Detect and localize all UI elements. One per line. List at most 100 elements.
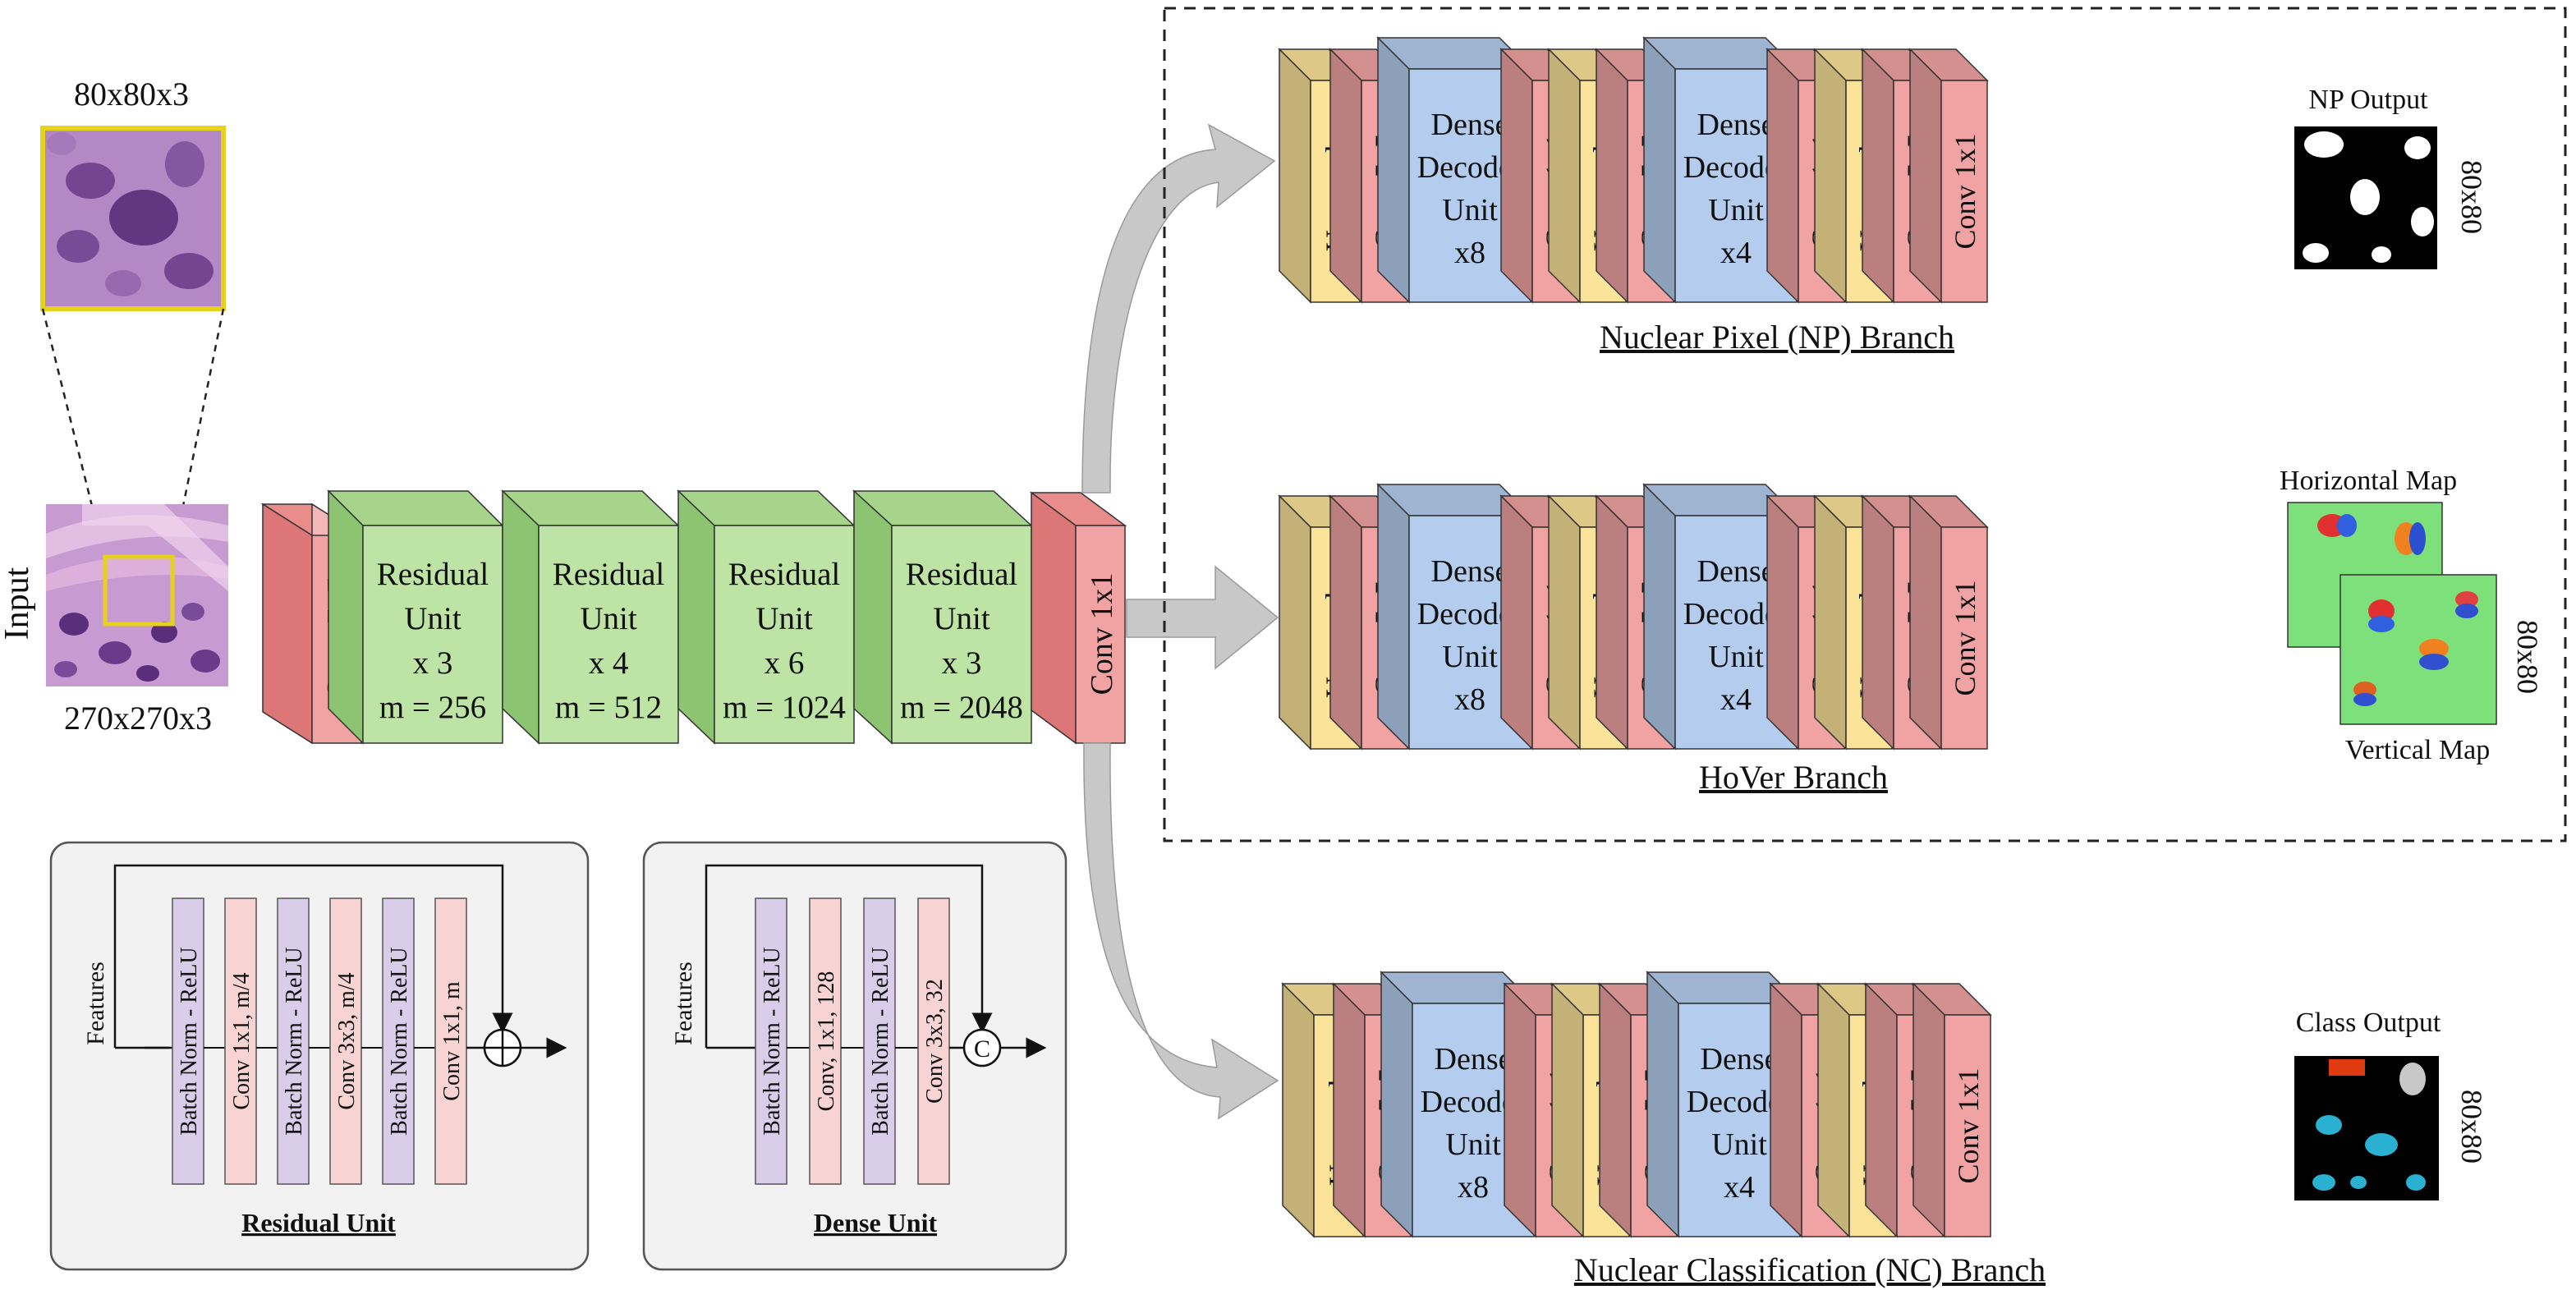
hover-dense-text-6-line3: Unit — [1708, 640, 1764, 674]
dense-layer-label-3: Conv 3x3, 32 — [922, 979, 948, 1104]
class-output-label: Class Output — [2296, 1008, 2441, 1038]
dense-concat-symbol: C — [974, 1035, 990, 1063]
hover-output-size: 80x80 — [2511, 620, 2544, 694]
np-output: NP Output 80x80 — [2294, 85, 2488, 269]
encoder-conv1-label: Conv 1x1 — [1085, 573, 1119, 695]
residual-layer-label-2: Batch Norm - ReLU — [282, 947, 307, 1135]
np-branch-caption: Nuclear Pixel (NP) Branch — [1600, 319, 1954, 356]
nc-dense-text-6-line4: x4 — [1724, 1170, 1755, 1205]
residual-layer-box-1 — [224, 897, 257, 1185]
hover-output: Horizontal Map Vertical Map 80x80 — [2280, 466, 2544, 765]
residual-2-line1: Residual — [553, 557, 665, 592]
residual-unit-title: Residual Unit — [241, 1208, 396, 1237]
residual-labels: Residual Unit x 3 m = 256 Residual Unit … — [377, 557, 1023, 725]
np-layer-10: Conv 1x1 — [1908, 48, 1989, 304]
nc-dense-text-2-line1: Dense — [1435, 1042, 1513, 1077]
input-section: 80x80x3 Input — [0, 76, 228, 737]
hover-dense-text-2-line1: Dense — [1431, 554, 1509, 589]
np-output-label: NP Output — [2308, 85, 2428, 115]
residual-layer-box-4 — [382, 897, 415, 1185]
residual-4-line3: x 3 — [942, 645, 982, 681]
residual-block-3 — [677, 489, 856, 745]
residual-2-line4: m = 512 — [555, 690, 662, 725]
nc-layer-10: Conv 1x1 — [1912, 982, 1992, 1238]
residual-4-line1: Residual — [906, 557, 1018, 592]
dense-layer-box-0 — [755, 897, 787, 1185]
residual-layer-box-0 — [172, 897, 204, 1185]
np-dense-text-6-line1: Dense — [1697, 108, 1775, 142]
nc-output: Class Output 80x80 — [2294, 1008, 2488, 1200]
np-dense-text-2-line4: x8 — [1454, 236, 1485, 270]
np-dense-text-2-line1: Dense — [1431, 108, 1509, 142]
arrow-to-np-branch — [1081, 123, 1276, 494]
encoder: Conv 7x7 Conv 1x1 — [260, 489, 1127, 745]
residual-layer-box-2 — [277, 897, 310, 1185]
dense-layer-box-3 — [917, 897, 950, 1185]
np-dense-text-2-line3: Unit — [1442, 193, 1498, 227]
residual-features-label: Features — [82, 962, 109, 1045]
input-image — [46, 504, 228, 686]
residual-layer-label-1: Conv 1x1, m/4 — [229, 972, 255, 1109]
dense-features-label: Features — [670, 962, 697, 1045]
np-dense-text-6-line3: Unit — [1708, 193, 1764, 227]
hover-dense-text-6-line4: x4 — [1720, 682, 1752, 717]
nc-branch-caption: Nuclear Classification (NC) Branch — [1574, 1251, 2046, 1288]
hover-dense-text-2-line3: Unit — [1442, 640, 1498, 674]
dense-unit-title: Dense Unit — [814, 1208, 938, 1237]
crop-image — [40, 126, 226, 311]
residual-1-line1: Residual — [377, 557, 489, 592]
arrow-to-hover-branch — [1126, 565, 1279, 670]
dense-layer-label-1: Conv, 1x1, 128 — [814, 971, 839, 1112]
decoder-branches: UpsampleConv 5x5DenseDecoderUnitx8Conv 1… — [1278, 36, 1992, 1238]
input-size-label: 270x270x3 — [64, 700, 212, 737]
branch-arrows — [1081, 123, 1279, 1120]
hover-branch-caption: HoVer Branch — [1699, 759, 1888, 796]
residual-4-line4: m = 2048 — [900, 690, 1023, 725]
residual-2-line2: Unit — [580, 601, 637, 636]
residual-3-line1: Residual — [728, 557, 841, 592]
dense-layer-label-2: Batch Norm - ReLU — [868, 947, 893, 1135]
hover-layer-10: Conv 1x1 — [1908, 494, 1989, 751]
np-branch-blocks: UpsampleConv 5x5DenseDecoderUnitx8Conv 1… — [1278, 36, 1989, 304]
shared-branch-frame — [1163, 7, 2567, 842]
residual-layer-box-3 — [329, 897, 362, 1185]
vertical-map-label: Vertical Map — [2345, 735, 2491, 765]
residual-layer-label-0: Batch Norm - ReLU — [177, 947, 202, 1135]
residual-layer-box-5 — [434, 897, 467, 1185]
crop-size-label: 80x80x3 — [74, 76, 189, 112]
dense-layers: Batch Norm - ReLU Conv, 1x1, 128 Batch Nor… — [755, 897, 964, 1185]
residual-3-line3: x 6 — [765, 645, 805, 681]
dense-layer-box-2 — [863, 897, 896, 1185]
residual-1-line2: Unit — [404, 601, 461, 636]
arrow-to-nc-branch — [1083, 742, 1279, 1120]
residual-3-line4: m = 1024 — [723, 690, 846, 725]
input-side-label: Input — [0, 567, 36, 640]
residual-2-line3: x 4 — [589, 645, 629, 681]
nc-dense-text-2-line4: x8 — [1458, 1170, 1489, 1205]
residual-layer-label-5: Conv 1x1, m — [439, 981, 465, 1101]
np-label-10: Conv 1x1 — [1949, 133, 1981, 249]
nc-dense-text-6-line3: Unit — [1711, 1127, 1767, 1162]
hover-branch-blocks: UpsampleConv 5x5DenseDecoderUnitx8Conv 1… — [1278, 483, 1989, 751]
np-output-size: 80x80 — [2455, 160, 2488, 234]
np-dense-text-6-line4: x4 — [1720, 236, 1752, 270]
nc-dense-text-2-line3: Unit — [1445, 1127, 1501, 1162]
residual-layers: Batch Norm - ReLU Conv 1x1, m/4 Batch Norm… — [172, 897, 484, 1185]
residual-layer-label-3: Conv 3x3, m/4 — [334, 972, 360, 1109]
dense-unit-panel — [642, 841, 1068, 1271]
nc-branch-blocks: UpsampleConv 5x5DenseDecoderUnitx8Conv 1… — [1281, 971, 1992, 1238]
residual-block-1 — [327, 489, 504, 745]
nc-label-10: Conv 1x1 — [1952, 1067, 1985, 1183]
residual-block-4 — [852, 489, 1033, 745]
nc-dense-text-6-line1: Dense — [1701, 1042, 1779, 1077]
dense-layer-label-0: Batch Norm - ReLU — [760, 947, 785, 1135]
residual-4-line2: Unit — [933, 601, 990, 636]
dense-unit-detail: Features C Batch Norm - ReLU Conv, 1x1, 1… — [642, 841, 1068, 1271]
residual-3-line2: Unit — [755, 601, 813, 636]
residual-1-line4: m = 256 — [379, 690, 486, 725]
dense-layer-box-1 — [809, 897, 842, 1185]
residual-1-line3: x 3 — [413, 645, 453, 681]
hover-dense-text-6-line1: Dense — [1697, 554, 1775, 589]
